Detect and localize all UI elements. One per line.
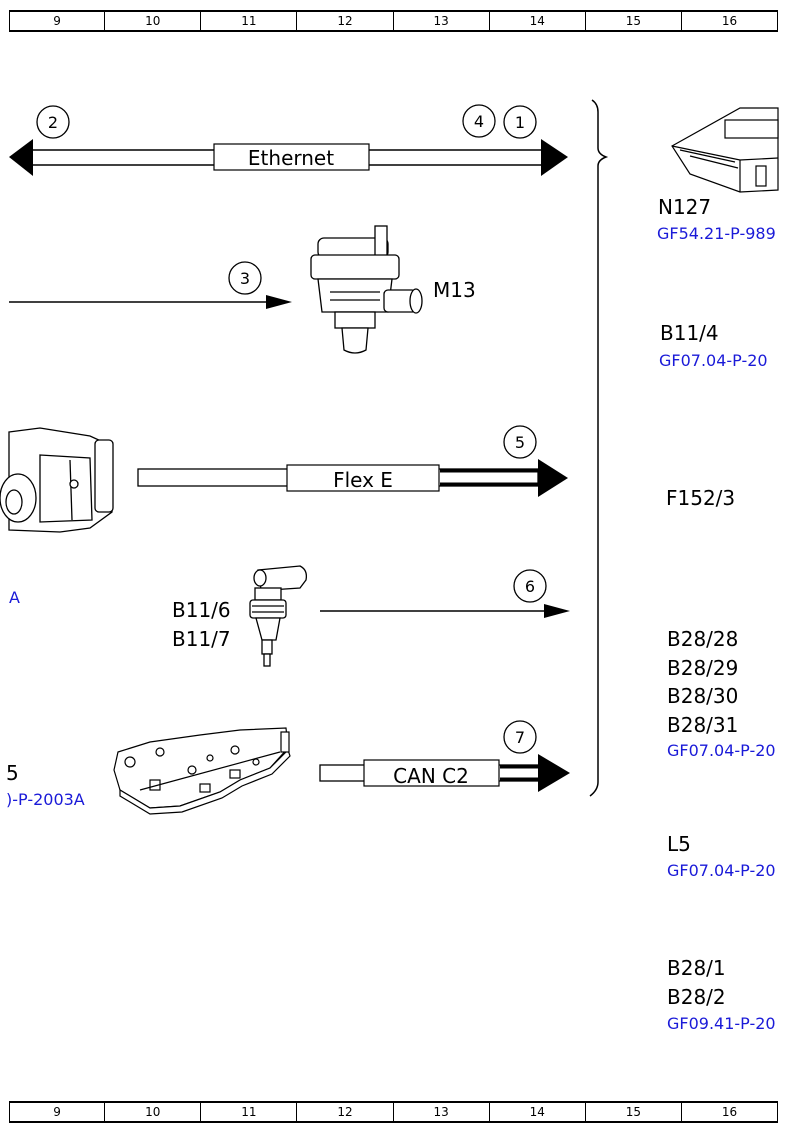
marker-2: 2 <box>48 113 58 132</box>
control-unit-n127-illustration <box>671 107 779 193</box>
ruler-cell: 16 <box>682 12 779 30</box>
component-label-b11-4: B11/4 <box>660 321 719 345</box>
ruler-cell: 14 <box>490 1103 586 1121</box>
reference-link-partial[interactable]: A <box>9 588 20 607</box>
ruler-cell: 11 <box>201 12 298 30</box>
reference-link-b28-group[interactable]: GF07.04-P-20 <box>667 741 776 760</box>
column-ruler-bottom: 9 10 11 12 13 14 15 16 <box>9 1101 779 1123</box>
pump-m13-illustration <box>310 225 423 354</box>
marker-5: 5 <box>515 433 525 452</box>
arrowhead-right <box>538 459 568 497</box>
ruler-cell: 11 <box>201 1103 298 1121</box>
ruler-cell: 16 <box>682 1103 779 1121</box>
ruler-cell: 15 <box>586 1103 682 1121</box>
can-c2-bus: CAN C2 7 <box>319 720 570 792</box>
ruler-cell: 14 <box>490 12 586 30</box>
ruler-cell: 13 <box>394 12 490 30</box>
component-label-m13: M13 <box>433 278 476 302</box>
b11-signal-line: 6 <box>320 569 570 618</box>
ruler-cell: 10 <box>105 12 202 30</box>
component-label: B28/29 <box>667 655 739 680</box>
reference-link-b11-4[interactable]: GF07.04-P-20 <box>659 351 768 370</box>
ruler-cell: 9 <box>9 12 106 30</box>
component-label-f152-3: F152/3 <box>666 486 736 510</box>
component-label-partial: 5 <box>6 761 19 785</box>
marker-1: 1 <box>515 113 525 132</box>
reference-link-l5[interactable]: GF07.04-P-20 <box>667 861 776 880</box>
marker-3: 3 <box>240 269 250 288</box>
component-label: B28/1 <box>667 956 726 980</box>
component-label: B28/31 <box>667 712 739 737</box>
flex-e-bus: Flex E 5 <box>137 425 568 497</box>
component-label-b11-sensors: B11/6 B11/7 <box>172 596 231 653</box>
m13-signal-line: 3 <box>9 261 292 309</box>
component-label: B11/6 <box>172 598 231 622</box>
ruler-cell: 12 <box>297 12 394 30</box>
column-ruler-top: 9 10 11 12 13 14 15 16 <box>9 10 779 32</box>
ruler-cell: 10 <box>105 1103 202 1121</box>
component-label: B28/28 <box>667 627 739 651</box>
arrowhead-right <box>538 754 570 792</box>
ruler-cell: 13 <box>394 1103 490 1121</box>
component-label-n127: N127 <box>658 195 712 219</box>
arrowhead-left <box>9 139 33 176</box>
component-label-b28-group: B28/28 B28/29 B28/30 B28/31 <box>667 625 738 739</box>
component-label-b28-1-2: B28/1 B28/2 <box>667 954 726 1011</box>
reference-link-partial[interactable]: )-P-2003A <box>6 790 85 809</box>
ruler-cell: 15 <box>586 12 682 30</box>
component-label-l5: L5 <box>667 832 691 856</box>
control-plate-illustration <box>113 727 291 815</box>
reference-link-n127[interactable]: GF54.21-P-989 <box>657 224 776 243</box>
reference-link-b28-1-2[interactable]: GF09.41-P-20 <box>667 1014 776 1033</box>
can-c2-label: CAN C2 <box>393 764 469 788</box>
ruler-cell: 9 <box>9 1103 106 1121</box>
ruler-cell: 12 <box>297 1103 394 1121</box>
component-label: B28/30 <box>667 684 739 708</box>
component-label: B28/2 <box>667 984 726 1009</box>
ethernet-label: Ethernet <box>248 146 334 170</box>
grouping-brace <box>589 99 609 797</box>
marker-6: 6 <box>525 577 535 596</box>
temperature-sensor-illustration <box>249 565 308 667</box>
arrowhead-right <box>541 139 568 176</box>
flex-e-label: Flex E <box>333 468 393 492</box>
component-label: B11/7 <box>172 626 231 651</box>
ethernet-bus: Ethernet 2 4 1 <box>9 104 568 176</box>
marker-7: 7 <box>515 728 525 747</box>
actuator-partial-illustration <box>0 427 114 533</box>
marker-4: 4 <box>474 112 484 131</box>
